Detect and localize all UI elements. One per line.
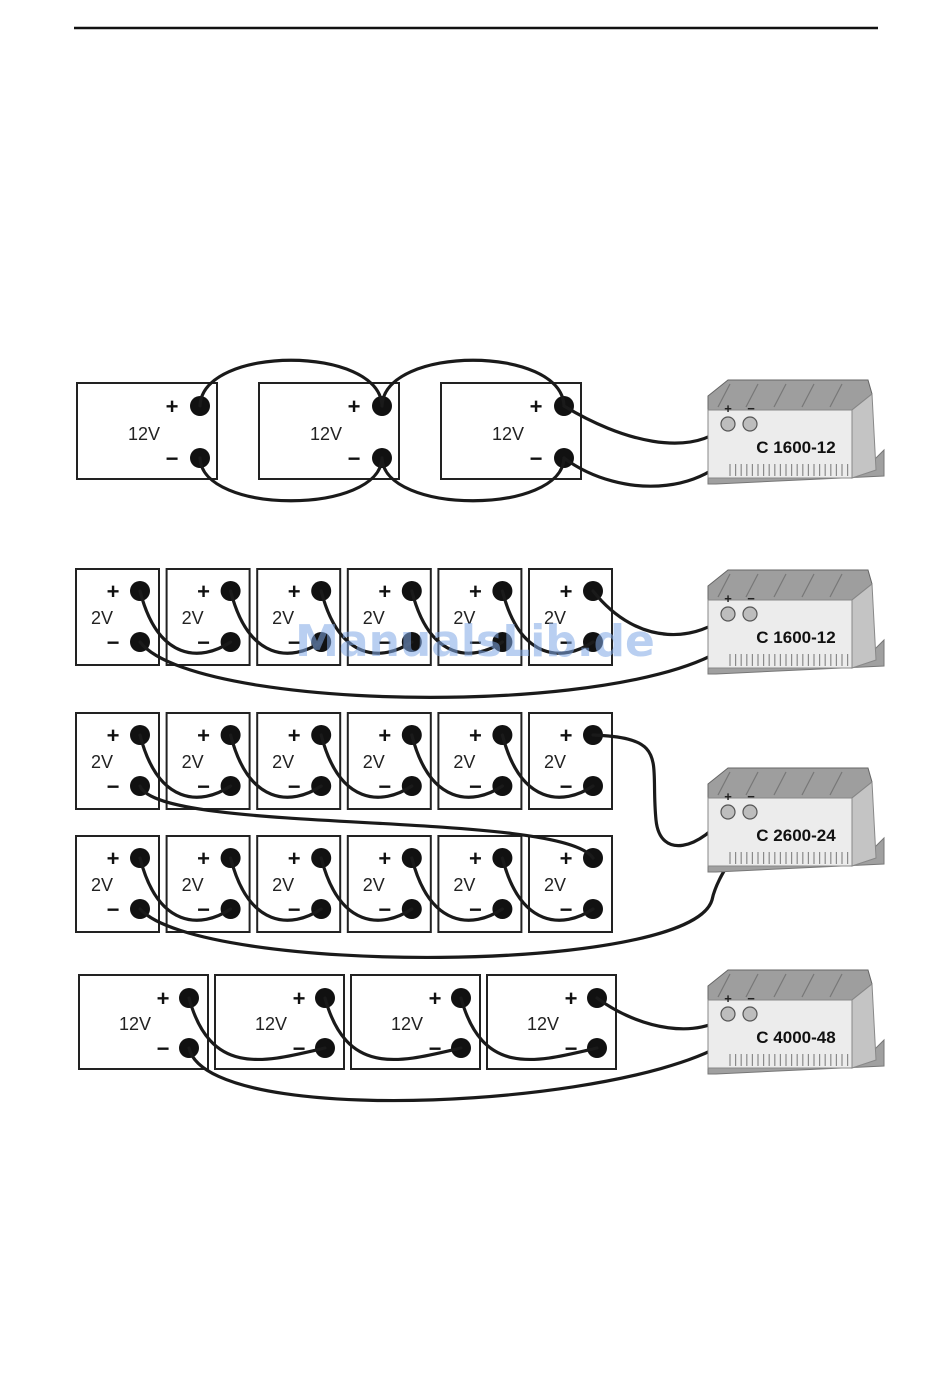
battery-d1-1: + −12V [259,383,399,479]
battery-d3b-0: + −2V [76,836,159,932]
battery-d1-0: + −12V [77,383,217,479]
battery-voltage-label: 12V [527,1014,559,1034]
plus-sign: + [107,846,120,871]
battery-voltage-label: 2V [182,752,204,772]
battery-voltage-label: 2V [272,608,294,628]
charger-heatsink-top [708,970,872,1000]
plus-sign: + [157,986,170,1011]
battery-layer: +−12V+−12V+−12V+−2V+−2V+−2V+−2V+−2V+−2V+… [76,383,616,1069]
plus-sign: + [378,846,391,871]
charger-plus-sign: + [724,789,732,804]
battery-d1-2: + −12V [441,383,581,479]
plus-sign: + [197,579,210,604]
minus-sign: − [157,1036,170,1061]
plus-sign: + [560,579,573,604]
battery-voltage-label: 2V [363,875,385,895]
battery-voltage-label: 2V [544,752,566,772]
charger-minus-sign: − [747,401,755,416]
plus-sign: + [288,723,301,748]
charger-heatsink-top [708,768,872,798]
battery-voltage-label: 2V [272,875,294,895]
charger-minus-sign: − [747,591,755,606]
charger-side [852,984,876,1068]
battery-voltage-label: 12V [492,424,524,444]
plus-sign: + [560,723,573,748]
plus-sign: + [429,986,442,1011]
battery-voltage-label: 2V [272,752,294,772]
charger-diagram-2: +− C 1600-12 [708,570,884,674]
battery-voltage-label: 2V [544,875,566,895]
plus-sign: + [560,846,573,871]
charger-heatsink-top [708,570,872,600]
charger-minus-sign: − [747,789,755,804]
charger-model-label: C 2600-24 [756,826,836,845]
plus-sign: + [288,846,301,871]
charger-positive-post [721,417,735,431]
charger-diagram-4: +− C 4000-48 [708,970,884,1074]
plus-sign: + [378,579,391,604]
cable-d1-charger-pos [564,406,728,443]
watermark-text: ManualsLib.de [295,616,655,667]
charger-model-label: C 1600-12 [756,628,835,647]
battery-voltage-label: 2V [182,608,204,628]
charger-negative-post [743,805,757,819]
charger-side [852,782,876,866]
charger-heatsink-top [708,380,872,410]
plus-sign: + [348,394,361,419]
plus-sign: + [469,579,482,604]
battery-voltage-label: 12V [391,1014,423,1034]
charger-diagram-3: +− C 2600-24 [708,768,884,872]
minus-sign: − [107,630,120,655]
plus-sign: + [197,723,210,748]
minus-sign: − [107,897,120,922]
charger-negative-post [743,417,757,431]
plus-sign: + [530,394,543,419]
plus-sign: + [166,394,179,419]
charger-plus-sign: + [724,401,732,416]
plus-sign: + [107,723,120,748]
battery-voltage-label: 2V [91,875,113,895]
plus-sign: + [469,723,482,748]
minus-sign: − [429,1036,442,1061]
minus-sign: − [530,446,543,471]
battery-d4-0: + −12V [79,975,208,1069]
battery-voltage-label: 2V [91,752,113,772]
plus-sign: + [565,986,578,1011]
minus-sign: − [293,1036,306,1061]
battery-voltage-label: 12V [255,1014,287,1034]
charger-side [852,584,876,668]
charger-model-label: C 1600-12 [756,438,835,457]
charger-side [852,394,876,478]
plus-sign: + [107,579,120,604]
plus-sign: + [378,723,391,748]
battery-voltage-label: 2V [91,608,113,628]
minus-sign: − [166,446,179,471]
plus-sign: + [288,579,301,604]
minus-sign: − [348,446,361,471]
charger-negative-post [743,1007,757,1021]
minus-sign: − [565,1036,578,1061]
battery-voltage-label: 2V [363,752,385,772]
charger-negative-post [743,607,757,621]
charger-plus-sign: + [724,991,732,1006]
battery-voltage-label: 2V [453,752,475,772]
charger-model-label: C 4000-48 [756,1028,835,1047]
charger-positive-post [721,805,735,819]
charger-diagram-1: +− C 1600-12 [708,380,884,484]
charger-minus-sign: − [747,991,755,1006]
battery-voltage-label: 12V [128,424,160,444]
plus-sign: + [293,986,306,1011]
battery-voltage-label: 2V [453,875,475,895]
battery-voltage-label: 12V [310,424,342,444]
charger-plus-sign: + [724,591,732,606]
charger-layer: +−C 1600-12+−C 1600-12+−C 2600-24+−C 400… [708,380,884,1074]
charger-positive-post [721,607,735,621]
battery-voltage-label: 2V [182,875,204,895]
plus-sign: + [197,846,210,871]
minus-sign: − [107,774,120,799]
battery-voltage-label: 12V [119,1014,151,1034]
plus-sign: + [469,846,482,871]
charger-positive-post [721,1007,735,1021]
